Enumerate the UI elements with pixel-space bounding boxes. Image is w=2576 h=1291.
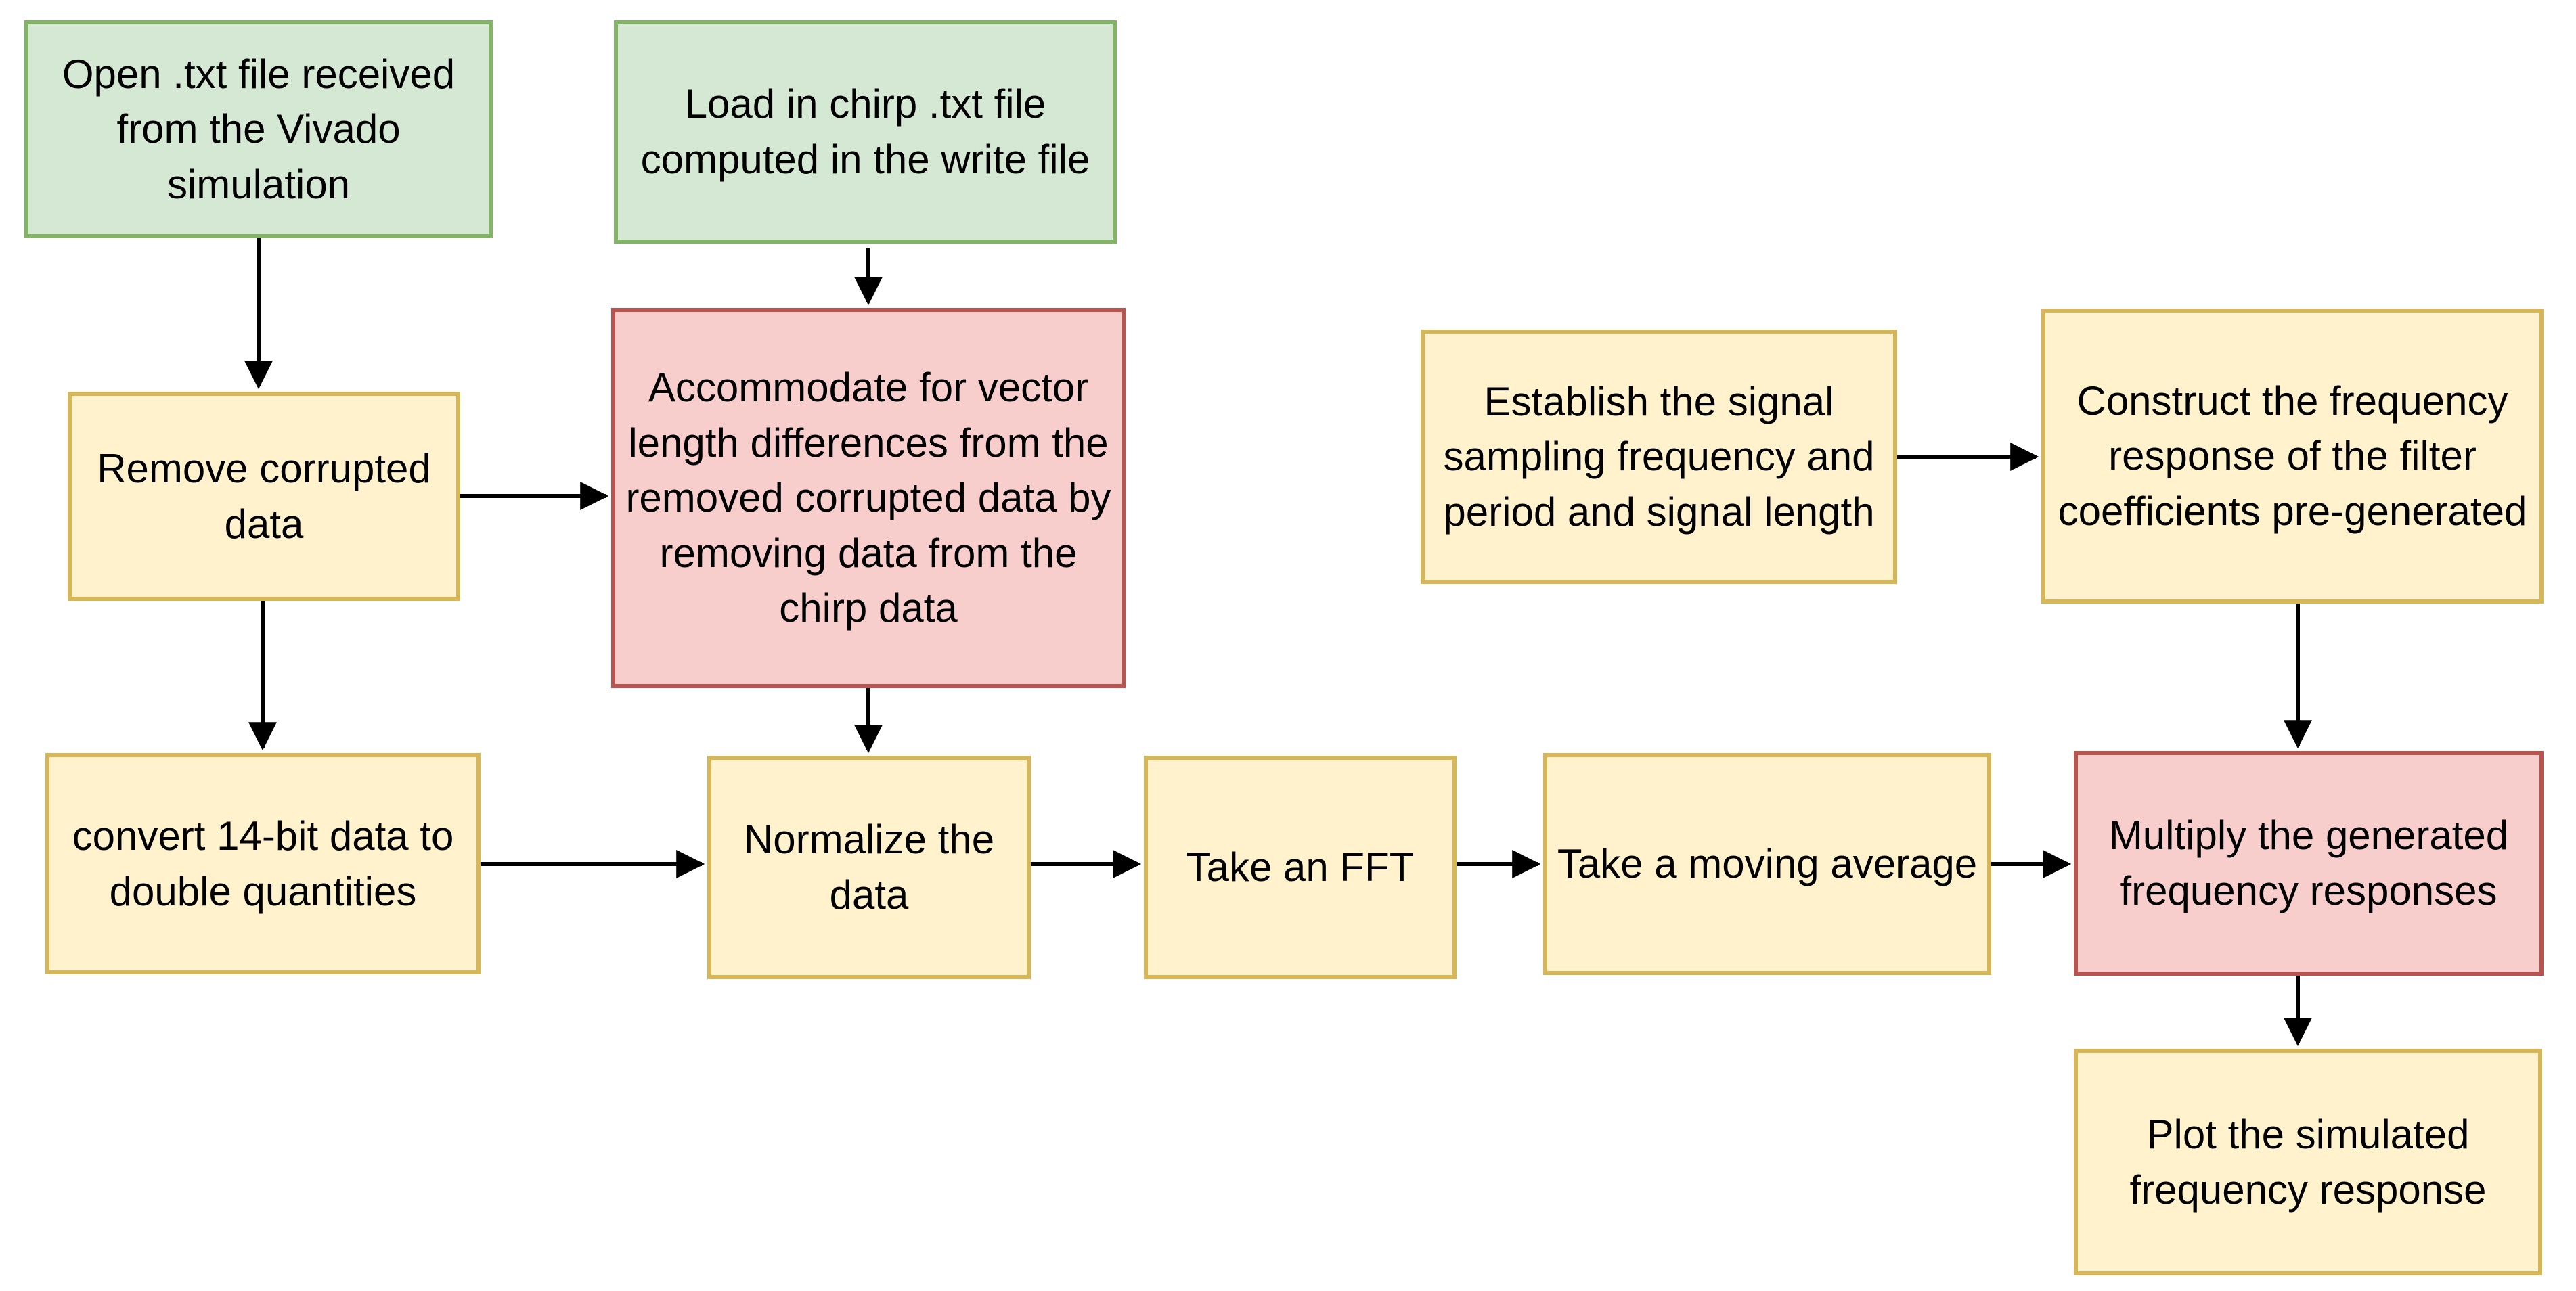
node-plot-label: Plot the simulated frequency response [2129, 1111, 2487, 1213]
node-multiply-label: Multiply the generated frequency respons… [2108, 813, 2509, 913]
node-load-chirp-label: Load in chirp .txt file computed in the … [640, 81, 1090, 182]
node-moving-average: Take a moving average [1543, 753, 1991, 975]
node-open-txt: Open .txt file received from the Vivado … [24, 20, 493, 238]
node-fft-label: Take an FFT [1186, 844, 1415, 890]
node-convert: convert 14-bit data to double quantities [45, 753, 481, 974]
node-normalize: Normalize the data [707, 756, 1031, 979]
node-establish: Establish the signal sampling frequency … [1421, 330, 1897, 584]
node-moving-average-label: Take a moving average [1557, 841, 1978, 887]
node-load-chirp: Load in chirp .txt file computed in the … [614, 20, 1117, 244]
node-remove-corrupted-label: Remove corrupted data [97, 445, 431, 547]
node-open-txt-label: Open .txt file received from the Vivado … [62, 51, 456, 207]
node-construct-label: Construct the frequency response of the … [2058, 378, 2527, 534]
node-accommodate: Accommodate for vector length difference… [611, 308, 1126, 688]
node-establish-label: Establish the signal sampling frequency … [1443, 378, 1875, 535]
node-accommodate-label: Accommodate for vector length difference… [625, 365, 1111, 631]
node-fft: Take an FFT [1144, 756, 1457, 979]
node-plot: Plot the simulated frequency response [2074, 1049, 2542, 1275]
node-normalize-label: Normalize the data [743, 817, 995, 918]
node-multiply: Multiply the generated frequency respons… [2074, 751, 2544, 976]
node-remove-corrupted: Remove corrupted data [68, 392, 460, 601]
node-construct: Construct the frequency response of the … [2041, 309, 2544, 604]
node-convert-label: convert 14-bit data to double quantities [72, 813, 454, 914]
